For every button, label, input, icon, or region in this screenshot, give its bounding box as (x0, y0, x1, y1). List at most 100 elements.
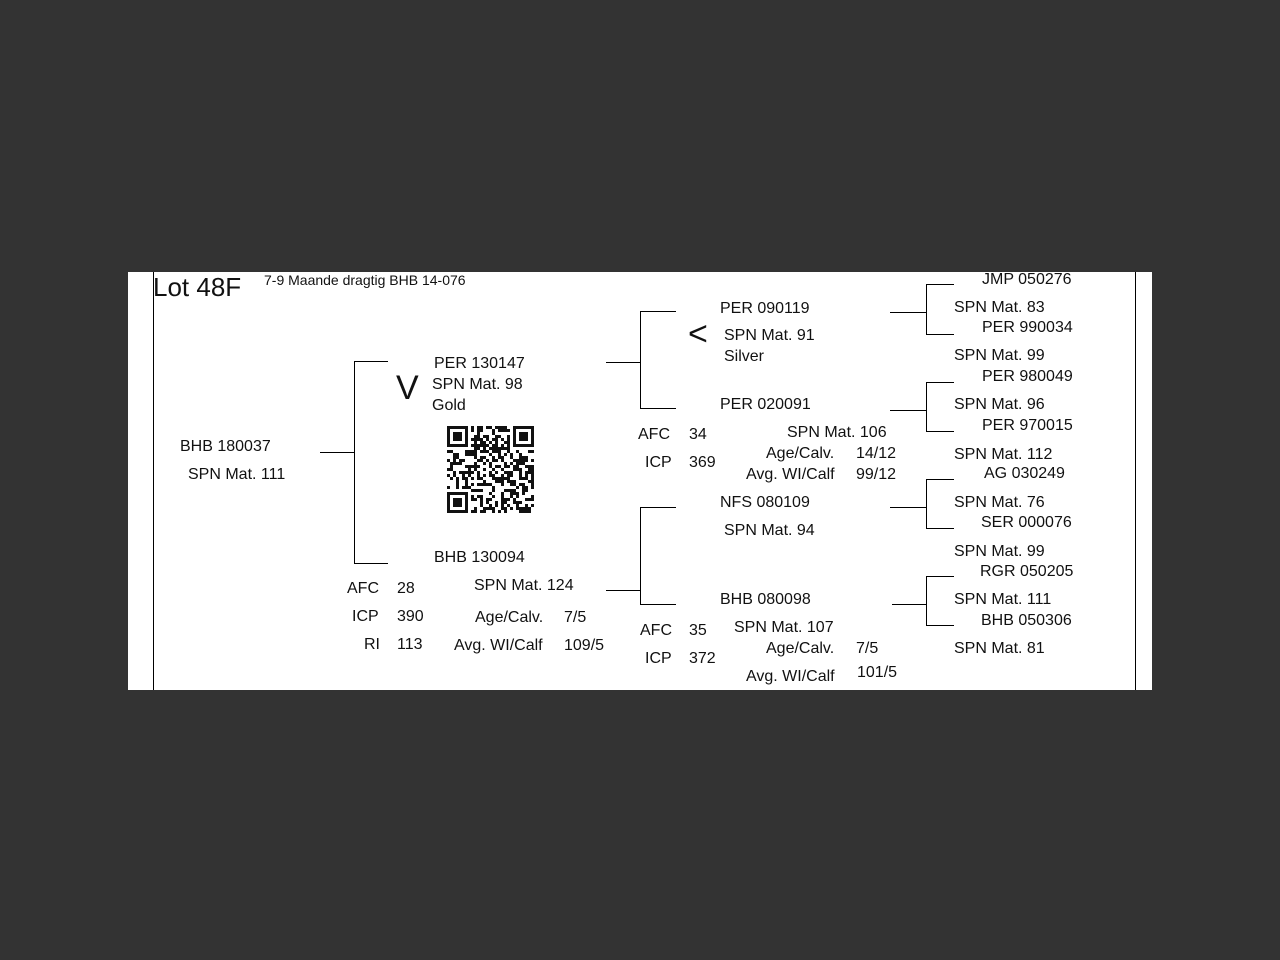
qr-module (510, 471, 513, 474)
qr-module (498, 450, 501, 453)
qr-module (519, 435, 522, 438)
ggp-6-id: SER 000076 (981, 514, 1072, 531)
qr-module (495, 438, 498, 441)
bracket-line (926, 576, 927, 626)
sire-dam-icp-value: 369 (689, 454, 716, 471)
qr-module (471, 426, 474, 429)
qr-module (447, 492, 450, 495)
qr-module (516, 504, 519, 507)
qr-module (528, 480, 531, 483)
qr-module (447, 486, 450, 489)
qr-module (489, 447, 492, 450)
qr-module (495, 441, 498, 444)
qr-module (480, 495, 483, 498)
dam-dam-afc-label: AFC (640, 622, 672, 639)
qr-module (483, 507, 486, 510)
qr-module (459, 435, 462, 438)
qr-module (453, 510, 456, 513)
qr-module (465, 450, 468, 453)
qr-module (477, 465, 480, 468)
qr-module (492, 468, 495, 471)
qr-module (525, 486, 528, 489)
qr-module (468, 474, 471, 477)
qr-module (462, 486, 465, 489)
qr-module (495, 444, 498, 447)
bracket-line (640, 604, 676, 605)
qr-module (519, 471, 522, 474)
bracket-line (926, 284, 927, 335)
qr-module (522, 432, 525, 435)
qr-module (531, 477, 534, 480)
qr-module (486, 435, 489, 438)
qr-module (501, 474, 504, 477)
qr-module (456, 498, 459, 501)
qr-module (462, 459, 465, 462)
qr-module (483, 447, 486, 450)
qr-module (459, 444, 462, 447)
qr-module (450, 465, 453, 468)
dam-dam-age-label: Age/Calv. (766, 640, 835, 657)
qr-module (450, 462, 453, 465)
qr-module (447, 498, 450, 501)
qr-module (510, 507, 513, 510)
qr-module (531, 471, 534, 474)
qr-module (492, 429, 495, 432)
qr-module (501, 492, 504, 495)
qr-module (456, 504, 459, 507)
qr-module (447, 450, 450, 453)
bracket-line (606, 590, 640, 591)
qr-module (486, 498, 489, 501)
qr-module (513, 465, 516, 468)
qr-module (471, 450, 474, 453)
qr-module (531, 429, 534, 432)
qr-module (522, 438, 525, 441)
qr-module (492, 447, 495, 450)
qr-module (522, 426, 525, 429)
qr-module (480, 477, 483, 480)
qr-module (477, 426, 480, 429)
qr-module (447, 510, 450, 513)
qr-module (462, 510, 465, 513)
qr-module (498, 447, 501, 450)
qr-module (477, 459, 480, 462)
qr-module (456, 501, 459, 504)
qr-module (498, 477, 501, 480)
qr-module (492, 510, 495, 513)
qr-module (525, 435, 528, 438)
qr-module (507, 480, 510, 483)
qr-module (495, 426, 498, 429)
qr-module (489, 492, 492, 495)
qr-module (465, 501, 468, 504)
qr-module (456, 435, 459, 438)
qr-module (468, 465, 471, 468)
qr-module (465, 444, 468, 447)
qr-module (504, 465, 507, 468)
qr-module (495, 477, 498, 480)
qr-module (513, 489, 516, 492)
qr-module (501, 480, 504, 483)
qr-module (483, 474, 486, 477)
qr-module (495, 465, 498, 468)
qr-module (507, 477, 510, 480)
qr-module (519, 477, 522, 480)
qr-module (519, 507, 522, 510)
qr-module (504, 453, 507, 456)
qr-module (504, 429, 507, 432)
qr-module (456, 426, 459, 429)
sire-id: PER 130147 (434, 355, 525, 372)
qr-module (513, 432, 516, 435)
qr-module (519, 426, 522, 429)
qr-module (465, 471, 468, 474)
qr-module (483, 480, 486, 483)
qr-module (483, 444, 486, 447)
ggp-4-spn: SPN Mat. 112 (954, 446, 1053, 463)
qr-module (483, 441, 486, 444)
qr-module (528, 444, 531, 447)
qr-module (495, 447, 498, 450)
qr-module (453, 432, 456, 435)
qr-module (519, 501, 522, 504)
qr-module (504, 441, 507, 444)
qr-module (528, 450, 531, 453)
qr-module (492, 507, 495, 510)
ggp-5-id: AG 030249 (984, 465, 1065, 482)
